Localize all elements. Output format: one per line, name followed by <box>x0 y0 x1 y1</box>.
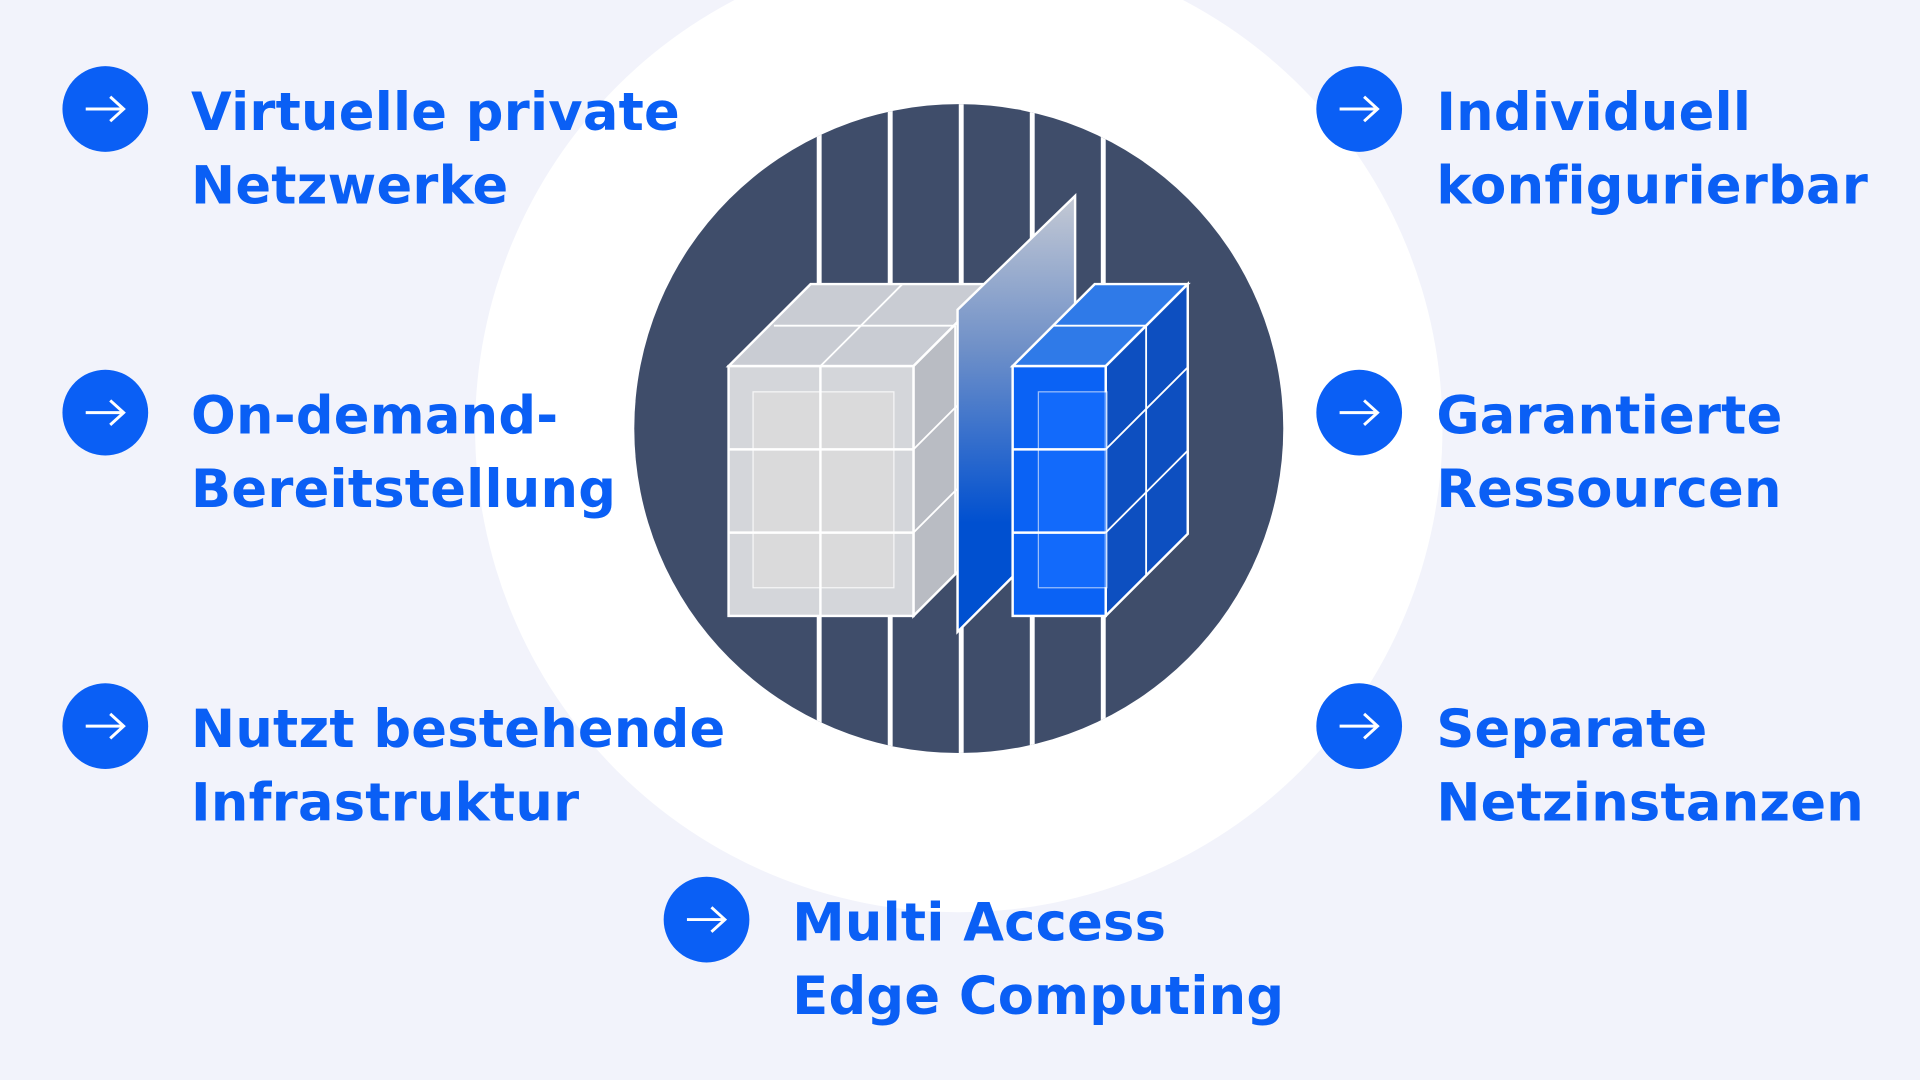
arrow-right-icon[interactable] <box>1316 66 1403 152</box>
feature-individually-configurable: Individuell konfigurierbar <box>1316 66 1869 223</box>
feature-line2: konfigurierbar <box>1436 155 1869 217</box>
feature-line1: Multi Access <box>792 892 1167 954</box>
feature-line1: Garantierte <box>1436 385 1783 447</box>
arrow-right-icon[interactable] <box>1316 683 1403 769</box>
arrow-right-icon[interactable] <box>62 66 149 152</box>
arrow-right-icon[interactable] <box>62 683 149 769</box>
blue-cube-stack <box>1009 281 1191 619</box>
feature-line1: Virtuelle private <box>191 82 680 144</box>
feature-line1: Separate <box>1436 699 1708 761</box>
feature-line1: On-demand- <box>191 385 559 447</box>
feature-on-demand-provisioning: On-demand- Bereitstellung <box>62 369 617 527</box>
feature-line1: Nutzt bestehende <box>191 699 726 761</box>
feature-line1: Individuell <box>1436 82 1752 144</box>
arrow-right-icon[interactable] <box>1316 369 1403 456</box>
feature-line2: Infrastruktur <box>191 772 580 834</box>
gray-cube-stack <box>725 281 999 619</box>
feature-line2: Edge Computing <box>792 966 1285 1028</box>
feature-line2: Ressourcen <box>1436 459 1782 521</box>
arrow-right-icon[interactable] <box>62 369 149 456</box>
arrow-right-icon[interactable] <box>663 876 750 963</box>
feature-line2: Netzwerke <box>191 155 509 217</box>
feature-line2: Bereitstellung <box>191 459 617 521</box>
feature-line2: Netzinstanzen <box>1436 772 1865 834</box>
